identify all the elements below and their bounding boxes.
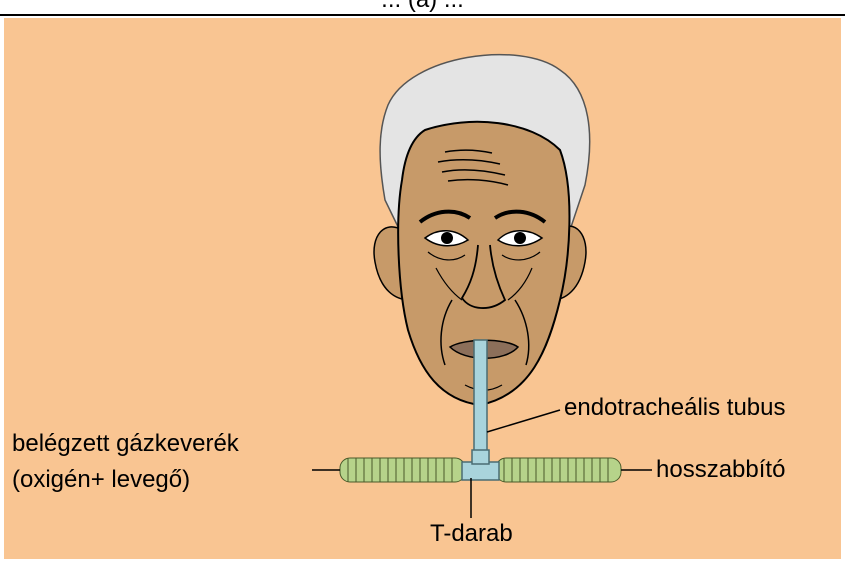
label-inhaled-gas-line2: (oxigén+ levegő) [12, 466, 190, 494]
label-inhaled-gas-line1: belégzett gázkeverék [12, 430, 239, 458]
left-extension-hose [340, 458, 465, 482]
endotracheal-tube [474, 340, 487, 452]
label-endotracheal-tube: endotracheális tubus [564, 394, 785, 422]
t-piece [462, 450, 499, 480]
label-t-piece: T-darab [430, 520, 513, 548]
right-extension-hose [496, 458, 621, 482]
label-extension: hosszabbító [656, 456, 785, 484]
